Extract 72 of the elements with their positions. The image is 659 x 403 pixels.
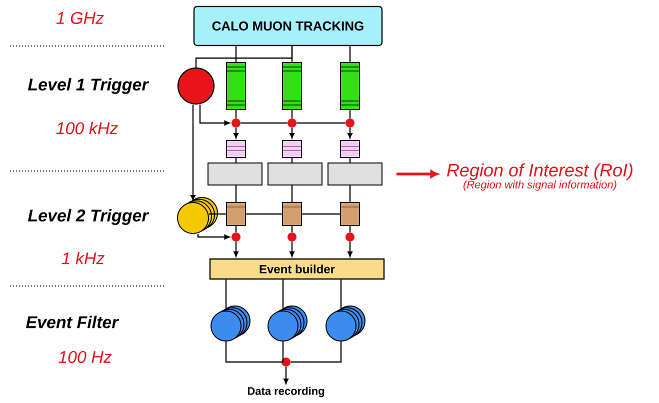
pipeline-bar <box>340 62 360 110</box>
connector-line <box>291 158 293 162</box>
junction-dot <box>346 232 354 242</box>
event-builder-box: Event builder <box>209 258 385 280</box>
connector-line <box>349 226 351 232</box>
connector-line <box>240 122 288 124</box>
buffer-box <box>282 202 302 226</box>
connector-line <box>235 46 237 62</box>
detector-box: CALO MUON TRACKING <box>193 6 383 46</box>
connector-line <box>296 122 346 124</box>
rate-label: 1 kHz <box>62 252 104 264</box>
connector-line <box>246 213 282 215</box>
arrow <box>197 234 230 240</box>
disk-stack <box>268 306 308 342</box>
readout-box <box>208 162 262 186</box>
connector-line <box>340 280 342 310</box>
output-label: Data recording <box>248 386 324 398</box>
connector-line <box>235 226 237 232</box>
arrow <box>348 128 352 138</box>
arrow <box>190 104 196 200</box>
level-label: Level 2 Trigger <box>28 209 150 225</box>
processor-stack <box>177 197 218 234</box>
connector-line <box>235 158 237 162</box>
connector-line <box>235 110 237 118</box>
connector-line <box>291 110 293 118</box>
readout-box <box>268 162 322 186</box>
buffer-box <box>226 140 246 158</box>
connector-line <box>290 342 342 363</box>
buffer-box <box>282 140 302 158</box>
connector-line <box>282 280 284 310</box>
rate-label: 100 Hz <box>58 350 112 364</box>
buffer-box <box>340 202 360 226</box>
arrow <box>284 366 288 384</box>
connector-line <box>195 46 293 68</box>
annotation-text: Region of Interest (RoI) (Region with signal information) <box>447 163 632 191</box>
connector-line <box>291 226 293 232</box>
pipeline-bar <box>282 62 302 110</box>
rate-label: 100 kHz <box>56 122 118 134</box>
arrow <box>234 242 238 257</box>
junction-dot <box>232 232 240 242</box>
connector-line <box>225 280 227 310</box>
buffer-box <box>340 140 360 158</box>
trigger-circle <box>177 67 215 105</box>
level-label: Event Filter <box>26 316 120 328</box>
junction-dot <box>288 232 296 242</box>
junction-dot <box>346 118 354 128</box>
buffer-box <box>226 202 246 226</box>
connector-line <box>349 158 351 162</box>
connector-line <box>349 186 351 202</box>
junction-dot <box>232 118 240 128</box>
arrow <box>199 104 230 126</box>
arrow <box>396 170 438 178</box>
junction-dot <box>282 358 290 366</box>
level-label: Level 1 Trigger <box>28 78 150 94</box>
connector-line <box>302 213 340 215</box>
arrow <box>348 242 352 257</box>
rate-label: 1 GHz <box>56 12 104 24</box>
readout-box <box>328 162 382 186</box>
disk-stack <box>326 306 366 342</box>
connector-line <box>291 186 293 202</box>
arrow <box>290 242 294 257</box>
disk-stack <box>210 306 250 342</box>
connector-line <box>235 186 237 202</box>
connector-line <box>209 213 226 215</box>
connector-line <box>225 342 282 363</box>
junction-dot <box>288 118 296 128</box>
arrow <box>290 128 294 138</box>
connector-line <box>281 342 284 363</box>
connector-line <box>349 46 351 62</box>
pipeline-bar <box>226 62 246 110</box>
arrow <box>234 128 238 138</box>
connector-line <box>349 110 351 118</box>
